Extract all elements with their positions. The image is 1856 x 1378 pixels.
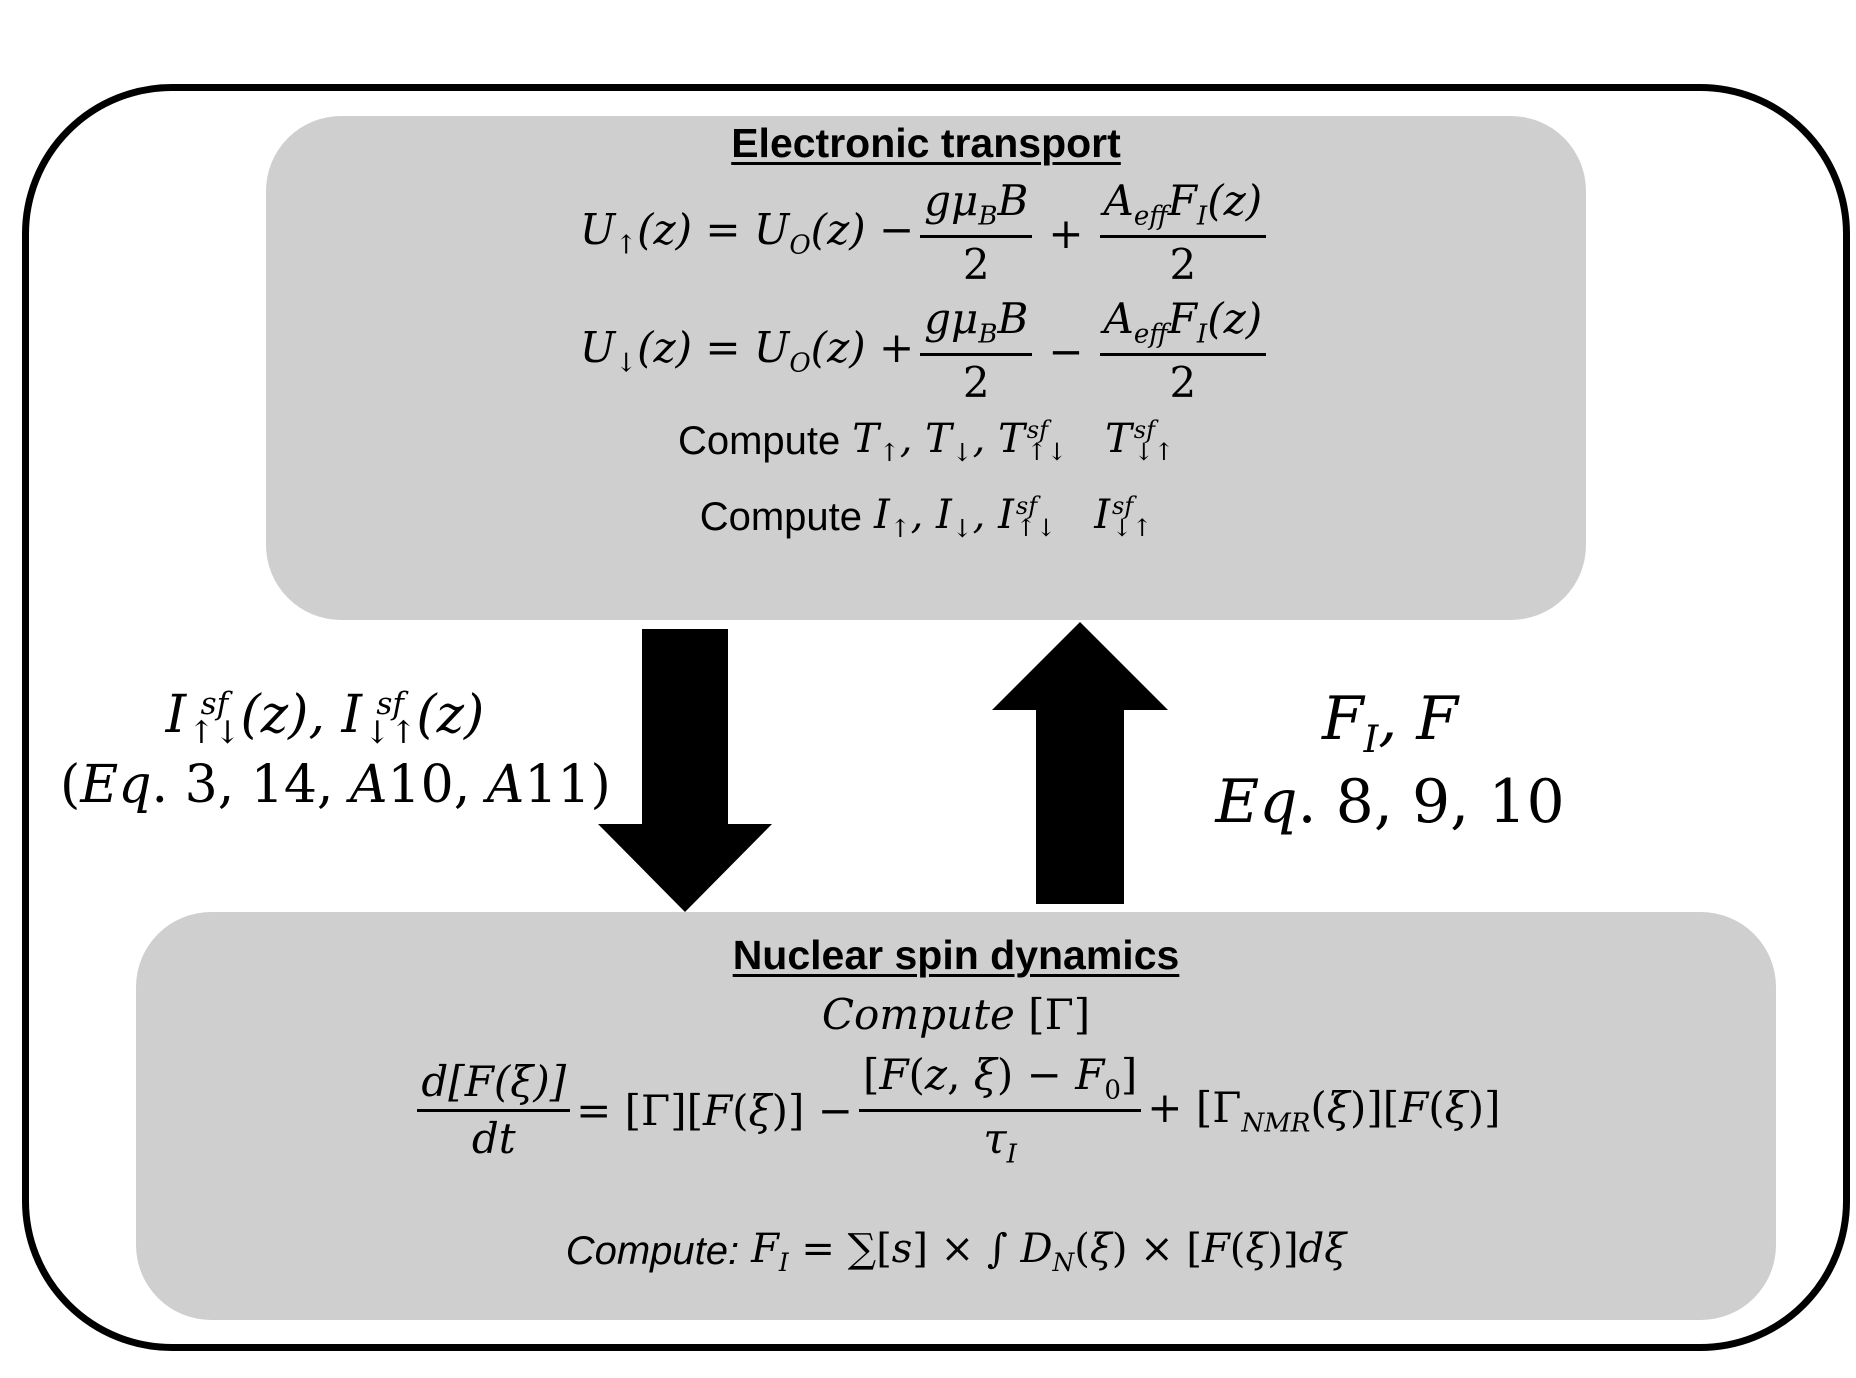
- u-down-operator: −: [1048, 326, 1084, 376]
- electronic-transport-title: Electronic transport: [731, 120, 1121, 166]
- compute-current-word: Compute: [699, 495, 863, 539]
- u-down-lhs: U↓(z) = UO(z) +: [579, 323, 915, 379]
- compute-gamma-text: Compute [Γ]: [821, 990, 1091, 1039]
- equation-u-down: U↓(z) = UO(z) + gμBB 2 − AeffFI(z) 2: [266, 295, 1586, 406]
- compute-gamma-row: Compute [Γ]: [136, 990, 1776, 1039]
- up-arrow: [992, 622, 1168, 904]
- compute-fi-row: Compute: FI = ∑[s] × ∫ DN(ξ) × [F(ξ)]dξ: [136, 1226, 1776, 1277]
- u-up-fraction-hyperfine: AeffFI(z) 2: [1099, 177, 1267, 288]
- compute-transmission-word: Compute: [677, 419, 841, 463]
- left-label-line2: (Eq. 3, 14, A10, A11): [60, 755, 611, 816]
- compute-fi-word: Compute:: [565, 1229, 740, 1273]
- equation-u-up: U↑(z) = UO(z) − gμBB 2 + AeffFI(z) 2: [266, 177, 1586, 288]
- nuclear-spin-dynamics-title: Nuclear spin dynamics: [732, 932, 1180, 978]
- down-arrow: [598, 629, 772, 912]
- master-eq-relaxation-fraction: [F(z, ξ) − F0] τI: [858, 1051, 1142, 1169]
- master-eq-lhs-fraction: d[F(ξ)] dt: [417, 1058, 571, 1162]
- u-up-lhs: U↑(z) = UO(z) −: [579, 205, 915, 261]
- master-eq-rhs: + [ΓNMR(ξ)][F(ξ)]: [1147, 1082, 1501, 1139]
- u-down-fraction-hyperfine: AeffFI(z) 2: [1099, 295, 1267, 406]
- u-up-fraction-zeeman: gμBB 2: [920, 177, 1033, 288]
- master-eq-mid: = [Γ][F(ξ)] −: [576, 1086, 853, 1136]
- outer-frame: [22, 84, 1850, 1351]
- right-label-line2: Eq. 8, 9, 10: [1215, 767, 1565, 838]
- u-up-operator: +: [1048, 208, 1084, 258]
- master-equation: d[F(ξ)] dt = [Γ][F(ξ)] − [F(z, ξ) − F0] …: [136, 1051, 1776, 1169]
- right-arrow-label: FI, F Eq. 8, 9, 10: [1180, 680, 1600, 841]
- u-down-fraction-zeeman: gμBB 2: [920, 295, 1033, 406]
- electronic-transport-panel: Electronic transport U↑(z) = UO(z) − gμB…: [266, 116, 1586, 620]
- compute-fi-expression: FI = ∑[s] × ∫ DN(ξ) × [F(ξ)]dξ: [751, 1226, 1347, 1277]
- nuclear-spin-dynamics-panel: Nuclear spin dynamics Compute [Γ] d[F(ξ)…: [136, 912, 1776, 1320]
- right-label-line1: FI, F: [1321, 684, 1459, 761]
